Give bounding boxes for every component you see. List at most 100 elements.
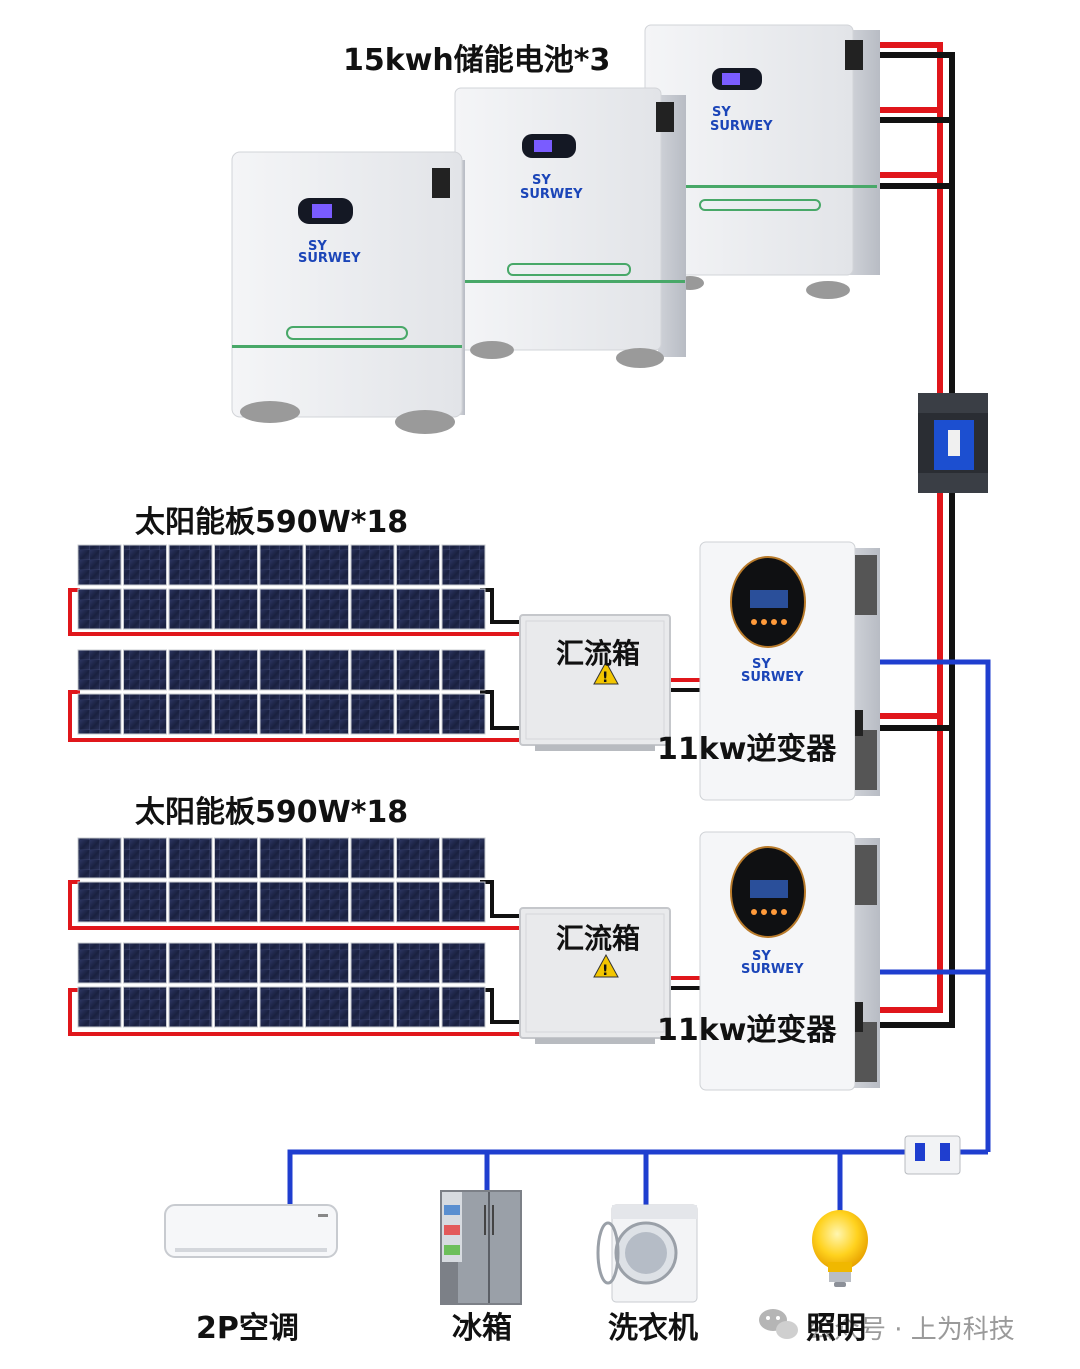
solar-cell — [305, 942, 349, 984]
solar-cell — [441, 588, 486, 630]
battery1-logo: SY — [308, 239, 327, 254]
battery-unit-2: SY SURWEY — [454, 87, 686, 368]
solar-cell — [168, 649, 213, 691]
solar-cell — [123, 837, 167, 879]
svg-text:!: ! — [602, 963, 608, 979]
battery3-logo: SY — [712, 105, 731, 120]
combiner2-label: 汇流箱 — [556, 922, 640, 955]
solar-cell — [77, 837, 122, 879]
solar-cell — [123, 693, 167, 735]
battery3-brand: SURWEY — [710, 119, 773, 134]
solar-cell — [305, 693, 349, 735]
solar-cell — [396, 693, 440, 735]
solar-cell — [305, 544, 349, 586]
air-conditioner — [164, 1204, 338, 1258]
solar-cell — [77, 544, 122, 586]
solar-cell — [168, 837, 213, 879]
solar-cell — [214, 544, 258, 586]
solar-cell — [259, 881, 304, 923]
inverter1-label: 11kw逆变器 — [657, 732, 837, 767]
solar-cell — [259, 942, 304, 984]
battery-unit-1: SY SURWEY — [231, 151, 465, 434]
solar-cell — [259, 986, 304, 1028]
watermark-text: 公众号 · 上为科技 — [808, 1315, 1015, 1345]
solar-cell — [350, 544, 395, 586]
solar-cell — [441, 986, 486, 1028]
solar-cell — [305, 881, 349, 923]
inverter-2: SY SURWEY — [699, 831, 880, 1091]
solar-cell — [168, 881, 213, 923]
pv-string-1-neg — [480, 588, 520, 624]
solar-cell — [441, 649, 486, 691]
load-label-fridge: 冰箱 — [452, 1311, 512, 1346]
solar-cell — [305, 837, 349, 879]
solar-cell — [350, 942, 395, 984]
battery2-logo: SY — [532, 173, 551, 188]
solar-cell — [214, 837, 258, 879]
load-label-washer: 洗衣机 — [608, 1311, 698, 1346]
refrigerator — [440, 1190, 522, 1305]
battery-positive-bus — [855, 42, 943, 1013]
solar-cell — [350, 837, 395, 879]
inverter1-logo: SY — [752, 657, 771, 672]
solar-cell — [441, 544, 486, 586]
solar-cell — [77, 881, 122, 923]
solar-cell — [396, 588, 440, 630]
solar-cell — [305, 649, 349, 691]
svg-text:!: ! — [602, 670, 608, 686]
battery-negative-bus — [860, 52, 955, 1028]
solar-cell — [214, 986, 258, 1028]
solar-cell — [350, 986, 395, 1028]
solar-label-bottom: 太阳能板590W*18 — [135, 795, 408, 830]
solar-cell — [305, 986, 349, 1028]
solar-cell — [350, 693, 395, 735]
solar-cell — [168, 942, 213, 984]
solar-cell — [168, 588, 213, 630]
solar-cell — [77, 693, 122, 735]
inverter1-ac-line — [878, 659, 991, 1152]
solar-cell — [441, 693, 486, 735]
lightbulb-icon — [812, 1210, 868, 1287]
pv-string-2-pos — [68, 690, 520, 742]
combiner-box-1: ! 汇流箱 — [519, 614, 671, 751]
solar-cell — [350, 588, 395, 630]
battery-unit-3: SY SURWEY — [644, 24, 880, 299]
load-bus — [287, 1149, 988, 1205]
inverter2-brand: SURWEY — [741, 962, 804, 977]
solar-cell — [259, 649, 304, 691]
solar-cell — [77, 942, 122, 984]
battery2-brand: SURWEY — [520, 187, 583, 202]
solar-label-top: 太阳能板590W*18 — [135, 505, 408, 540]
combiner1-label: 汇流箱 — [556, 637, 640, 670]
solar-cell — [259, 588, 304, 630]
solar-cell — [441, 942, 486, 984]
solar-cell — [77, 588, 122, 630]
solar-cell — [168, 986, 213, 1028]
pv-string-4-pos — [68, 988, 520, 1036]
solar-cell — [350, 881, 395, 923]
solar-cell — [396, 837, 440, 879]
load-label-ac: 2P空调 — [196, 1311, 299, 1346]
breaker-icon — [904, 1135, 961, 1175]
load-label-light: 照明 — [806, 1311, 866, 1346]
solar-cell — [214, 693, 258, 735]
inverter2-logo: SY — [752, 949, 771, 964]
solar-cell — [214, 881, 258, 923]
battery1-brand: SURWEY — [298, 251, 361, 266]
inverter1-brand: SURWEY — [741, 670, 804, 685]
solar-cell — [77, 986, 122, 1028]
solar-cell — [441, 837, 486, 879]
solar-cell — [123, 942, 167, 984]
solar-cell — [77, 649, 122, 691]
solar-cell — [168, 693, 213, 735]
solar-cell — [123, 588, 167, 630]
warning-icon: ! — [593, 660, 619, 686]
solar-cell — [441, 881, 486, 923]
solar-cell — [259, 544, 304, 586]
inverter2-label: 11kw逆变器 — [657, 1013, 837, 1048]
pv-string-1-pos — [68, 588, 520, 636]
inverter-1: SY SURWEY — [699, 541, 880, 801]
solar-cell — [123, 881, 167, 923]
solar-cell — [396, 942, 440, 984]
solar-cell — [396, 649, 440, 691]
